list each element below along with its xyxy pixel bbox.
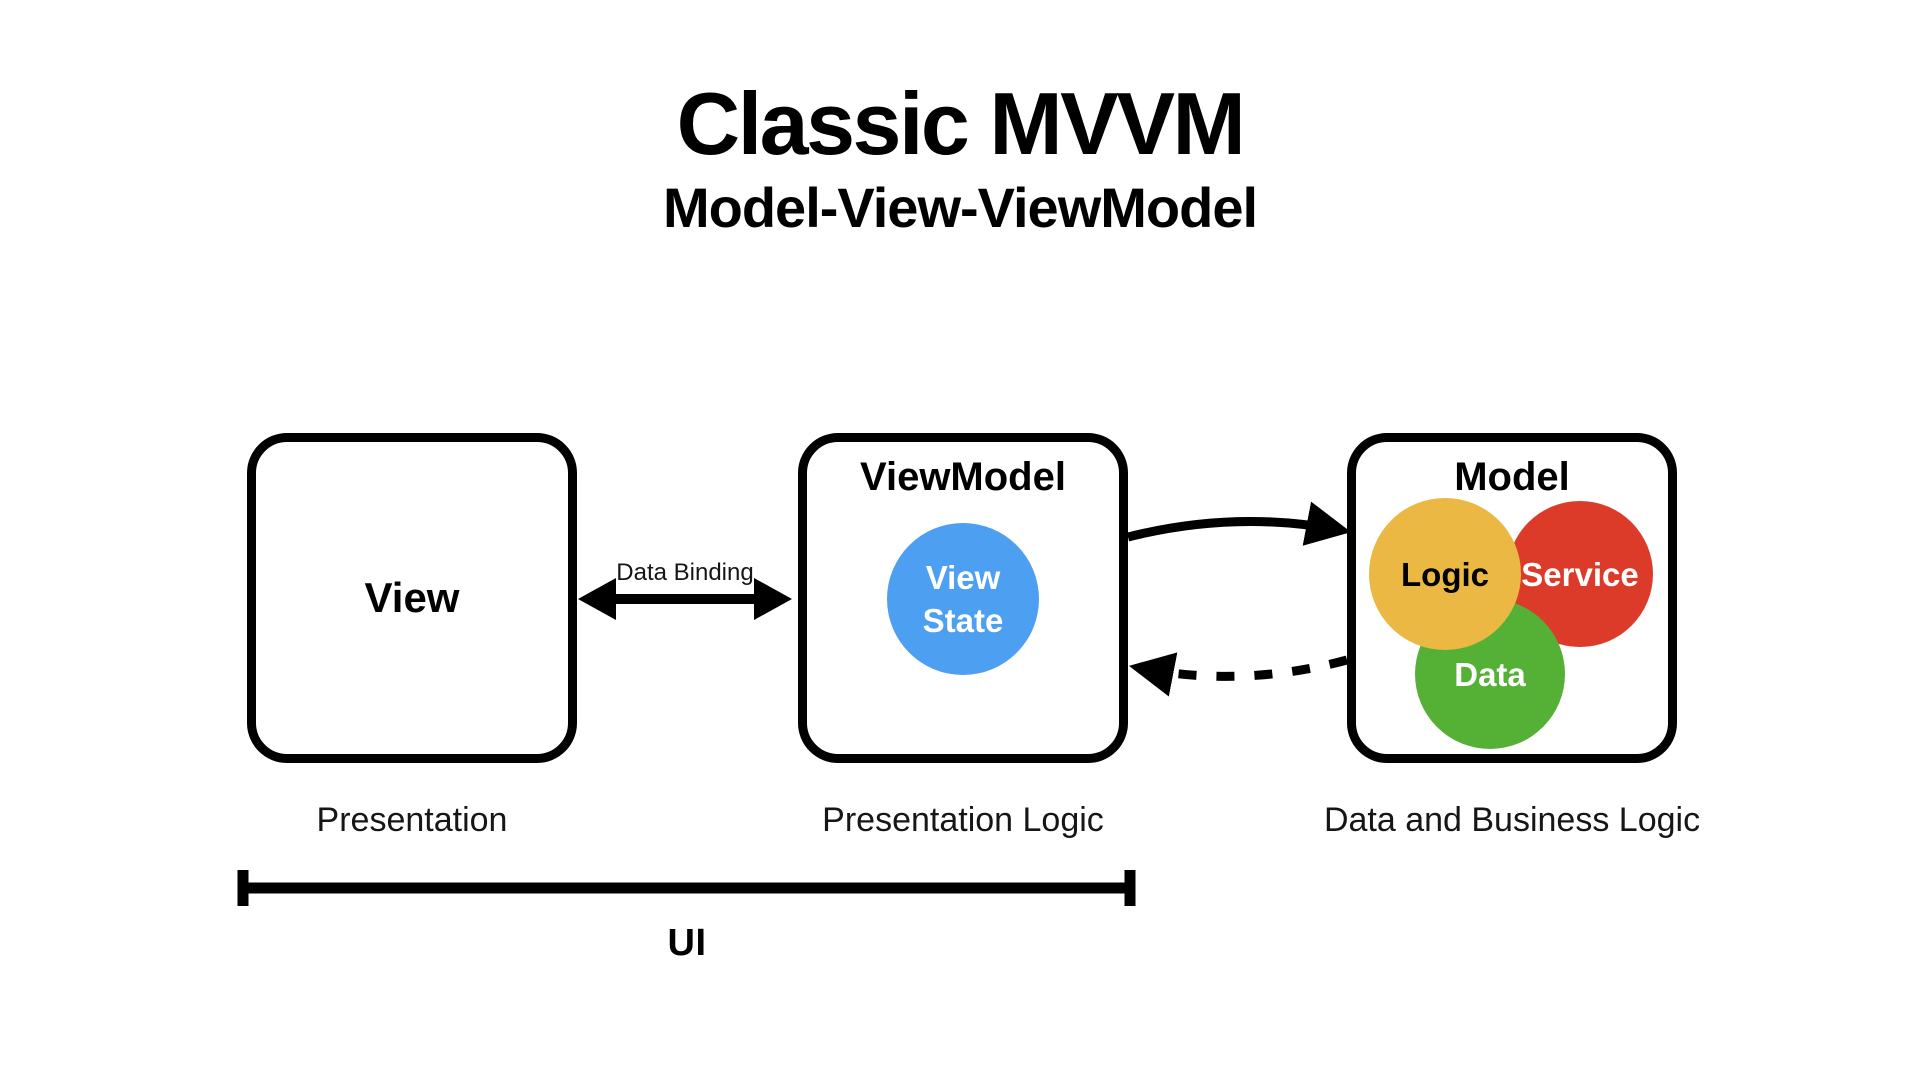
diagram-subtitle: Model-View-ViewModel <box>662 176 1258 240</box>
viewmodel-box-label: ViewModel <box>860 455 1066 499</box>
view-box: View <box>247 433 577 763</box>
viewmodel-box: ViewModel View State <box>798 433 1128 763</box>
data-binding-label: Data Binding <box>616 559 754 586</box>
view-state-label-line1: View <box>925 559 1001 596</box>
viewmodel-to-model-arrow <box>1126 501 1352 546</box>
data-label: Data <box>1454 655 1526 693</box>
ui-span-bracket <box>237 870 1136 906</box>
logic-label: Logic <box>1401 555 1489 593</box>
service-label: Service <box>1521 555 1639 593</box>
model-to-viewmodel-dashed-arrow <box>1128 652 1349 697</box>
model-box: Model Service Data Logic <box>1347 433 1677 763</box>
header: Classic MVVM Model-View-ViewModel <box>0 76 1920 239</box>
view-state-label-line2: State <box>922 602 1004 639</box>
view-box-label: View <box>364 574 460 621</box>
tier-label-presentation-logic: Presentation Logic <box>822 801 1104 839</box>
ui-label: UI <box>667 922 707 964</box>
view-state-circle: View State <box>887 523 1039 675</box>
tier-label-presentation: Presentation <box>316 801 508 839</box>
diagram-title: Classic MVVM <box>676 74 1246 173</box>
tier-label-data-and-business-logic: Data and Business Logic <box>1323 801 1701 839</box>
logic-circle: Logic <box>1369 498 1521 650</box>
model-box-label: Model <box>1454 455 1570 499</box>
